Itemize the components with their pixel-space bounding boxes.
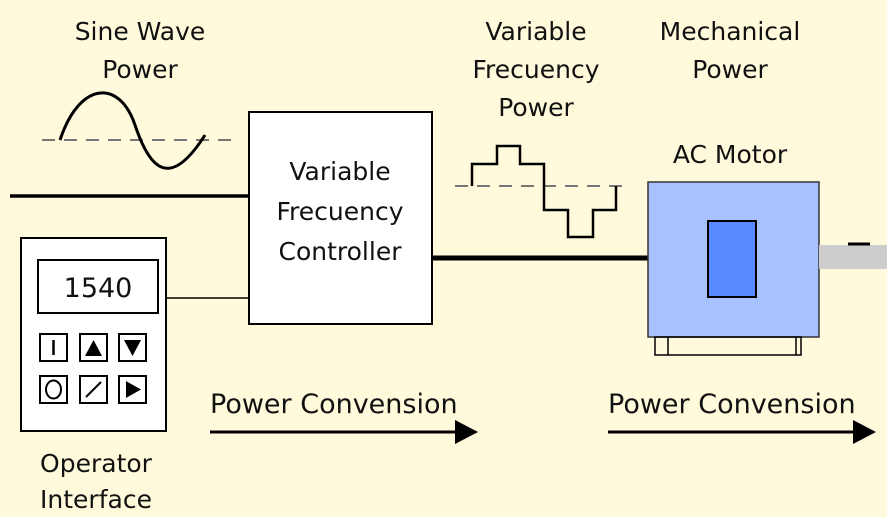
mechanical-power-label-line1: Mechanical: [660, 17, 801, 46]
operator-display: [37, 259, 159, 314]
sine-wave-power-label-line2: Power: [102, 55, 178, 84]
power-conversion-right-arrowhead: [853, 420, 876, 444]
ac-motor-label: AC Motor: [673, 140, 788, 169]
mechanical-power-label-line2: Power: [692, 55, 768, 84]
vf-power-label-line2: Frecuency: [472, 55, 599, 84]
vf-power-label-line3: Power: [498, 93, 574, 122]
vf-power-label-line1: Variable: [485, 17, 586, 46]
sine-wave-power-label-line1: Sine Wave: [75, 17, 206, 46]
operator-interface-group: 1540 Operator Interface: [20, 237, 249, 514]
power-conversion-left-group: Power Convension: [210, 389, 478, 444]
triangle-right-glyph: [126, 381, 141, 398]
stepped-wave: [470, 144, 618, 239]
triangle-down-glyph: [124, 340, 141, 356]
sine-wave-power-group: Sine Wave Power: [10, 17, 249, 198]
motor-rotor: [707, 220, 757, 298]
triangle-up-glyph: [85, 340, 102, 356]
controller-group: Variable Frecuency Controller: [248, 111, 433, 325]
ac-motor-group: Mechanical Power AC Motor: [647, 17, 887, 356]
circle-glyph: [45, 379, 62, 400]
power-conversion-left-arrowhead: [455, 420, 478, 444]
operator-interface-label-line1: Operator: [40, 449, 153, 478]
controller-label-line2: Frecuency: [276, 197, 403, 226]
operator-interface-label-line2: Interface: [40, 485, 152, 514]
controller-box: [248, 111, 433, 325]
operator-display-value: 1540: [64, 273, 133, 304]
sine-wave-curve: [58, 91, 207, 170]
motor-base: [654, 336, 802, 356]
power-conversion-left-label: Power Convension: [210, 389, 458, 420]
motor-shaft: [819, 245, 887, 269]
power-conversion-right-label: Power Convension: [608, 389, 856, 420]
power-conversion-right-group: Power Convension: [608, 389, 876, 444]
controller-label-line3: Controller: [279, 237, 403, 266]
slash-glyph: [85, 381, 102, 398]
controller-label-line1: Variable: [289, 157, 390, 186]
